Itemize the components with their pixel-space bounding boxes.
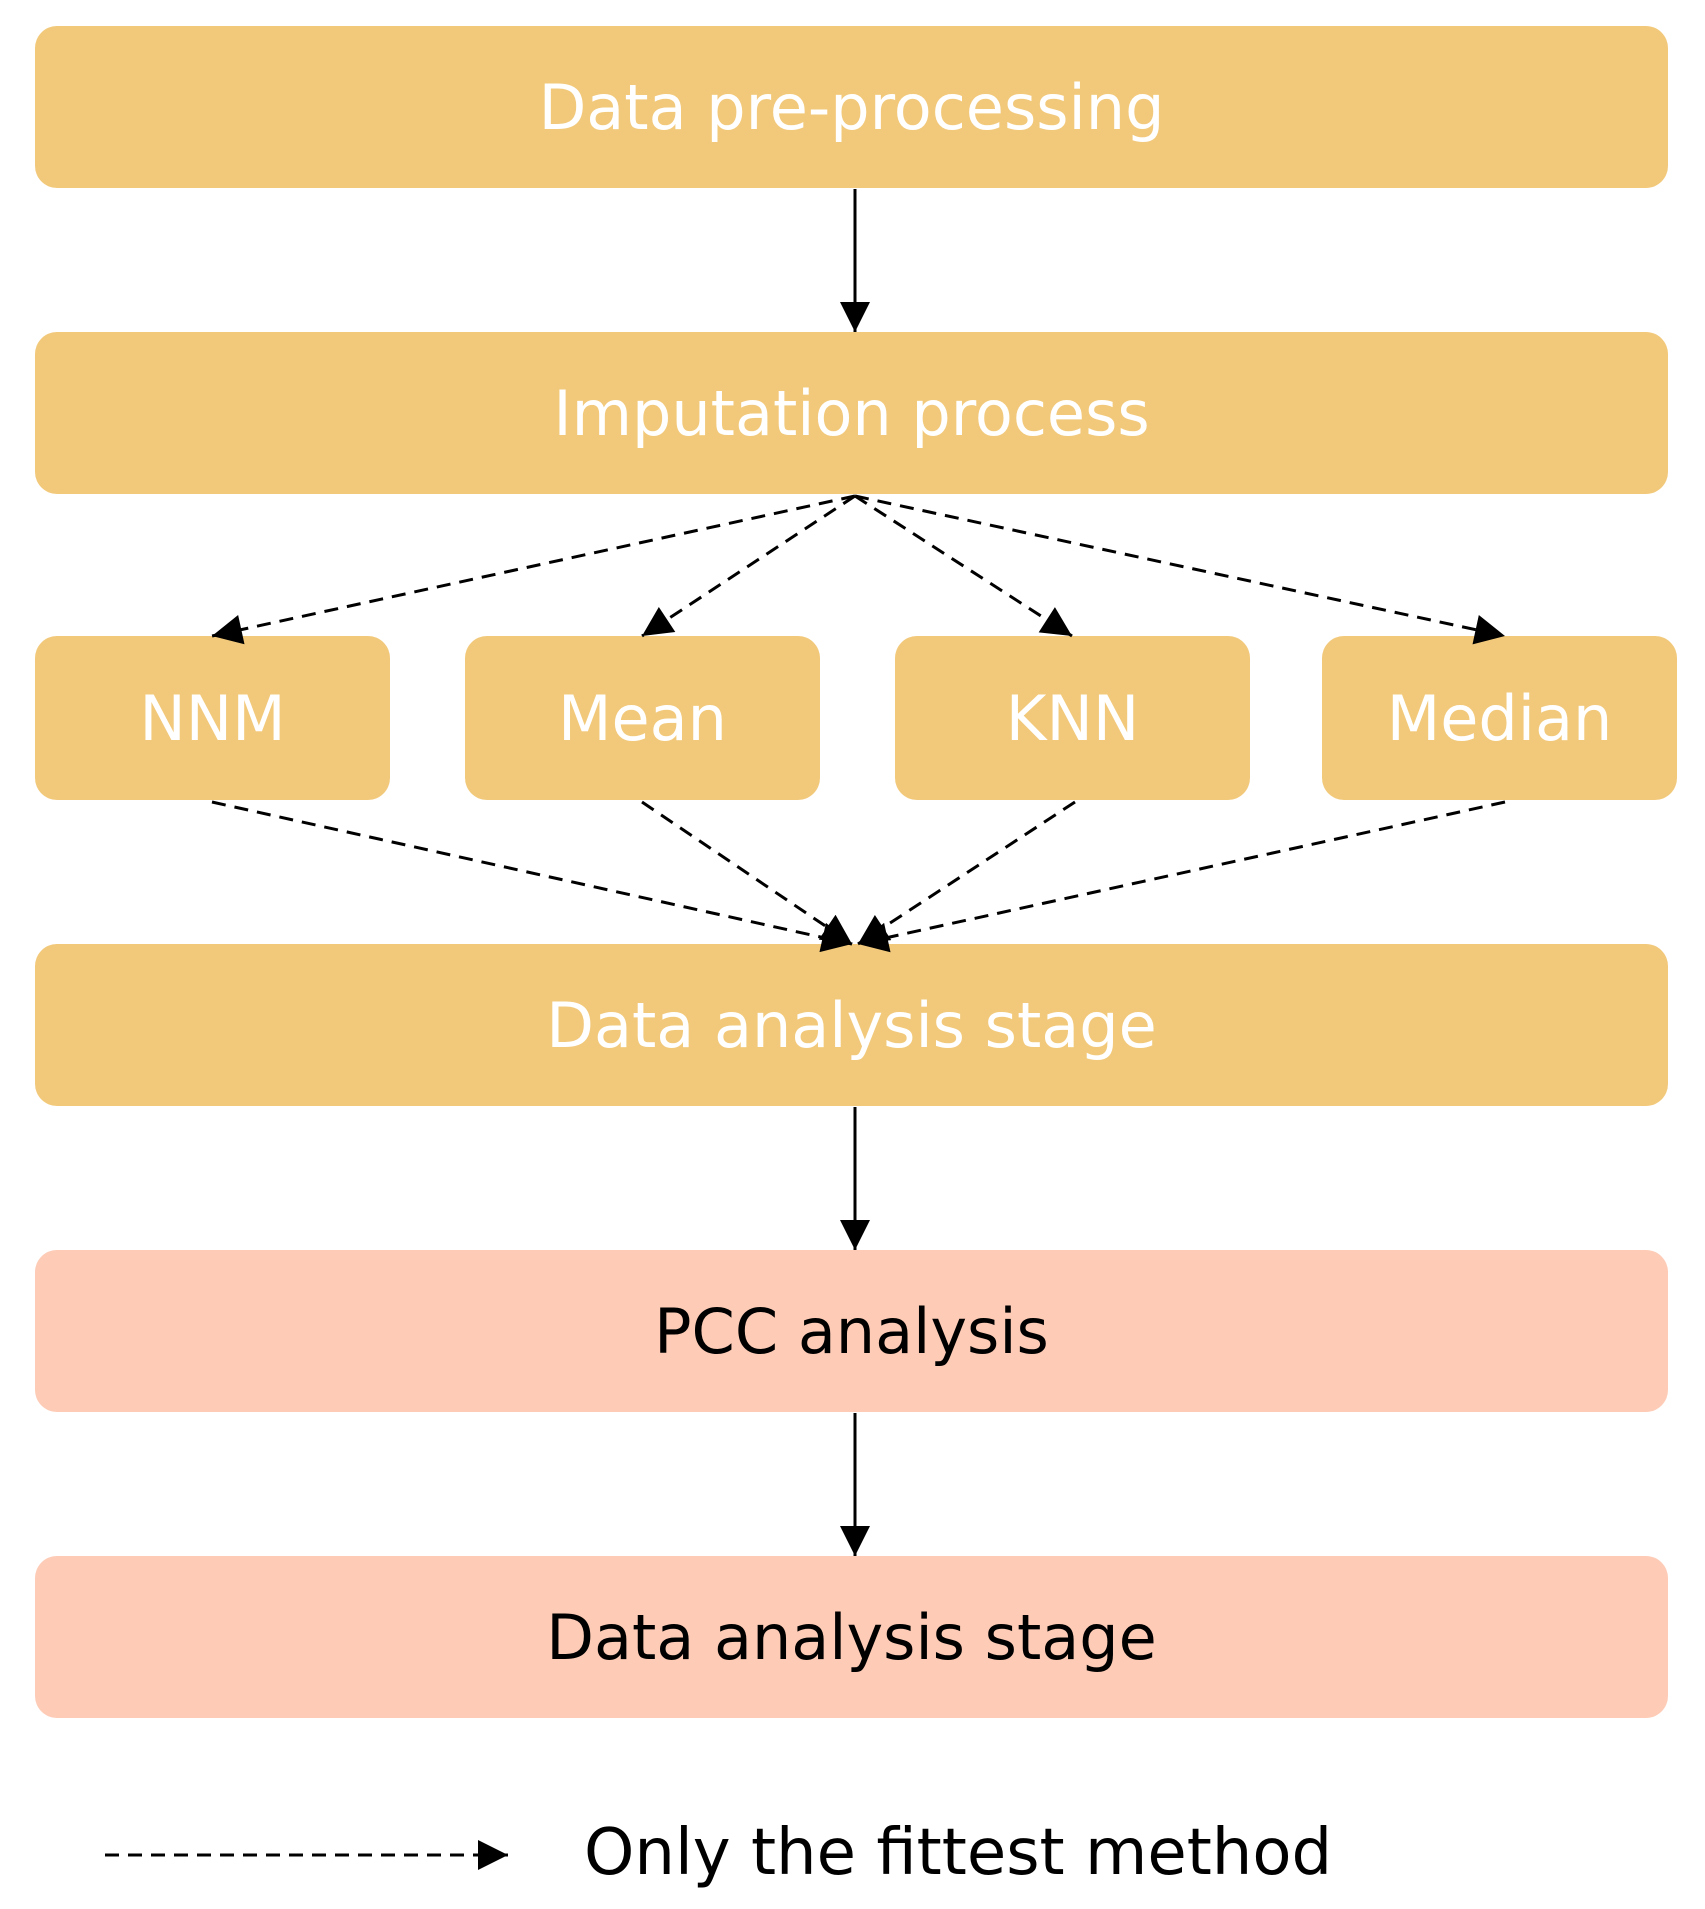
method-knn-box: KNN xyxy=(895,636,1250,800)
method-mean-box: Mean xyxy=(465,636,820,800)
final-analysis-stage-label: Data analysis stage xyxy=(546,1600,1157,1674)
final-analysis-stage-box: Data analysis stage xyxy=(35,1556,1668,1718)
dashed-arrow-mean-to-analysis xyxy=(641,800,853,946)
dashed-arrow-nnm-to-analysis xyxy=(211,800,853,953)
data-analysis-stage-label: Data analysis stage xyxy=(546,988,1157,1062)
dashed-arrow-to-mean xyxy=(641,494,856,638)
legend-label: Only the fittest method xyxy=(584,1816,1333,1890)
data-preprocessing-label: Data pre-processing xyxy=(538,70,1165,144)
method-knn-label: KNN xyxy=(1005,681,1140,755)
data-analysis-stage-box: Data analysis stage xyxy=(35,944,1668,1106)
imputation-process-label: Imputation process xyxy=(553,376,1150,450)
method-nnm-label: NNM xyxy=(139,681,286,755)
dashed-arrow-to-median xyxy=(854,494,1506,645)
imputation-process-box: Imputation process xyxy=(35,332,1668,494)
method-nnm-box: NNM xyxy=(35,636,390,800)
method-mean-label: Mean xyxy=(558,681,727,755)
pcc-analysis-box: PCC analysis xyxy=(35,1250,1668,1412)
dashed-arrow-knn-to-analysis xyxy=(857,800,1076,946)
method-median-label: Median xyxy=(1386,681,1613,755)
pcc-analysis-label: PCC analysis xyxy=(654,1294,1049,1368)
dashed-arrow-to-knn xyxy=(854,494,1073,638)
data-preprocessing-box: Data pre-processing xyxy=(35,26,1668,188)
method-median-box: Median xyxy=(1322,636,1677,800)
dashed-arrow-median-to-analysis xyxy=(857,800,1506,953)
dashed-arrow-to-nnm xyxy=(211,494,856,645)
